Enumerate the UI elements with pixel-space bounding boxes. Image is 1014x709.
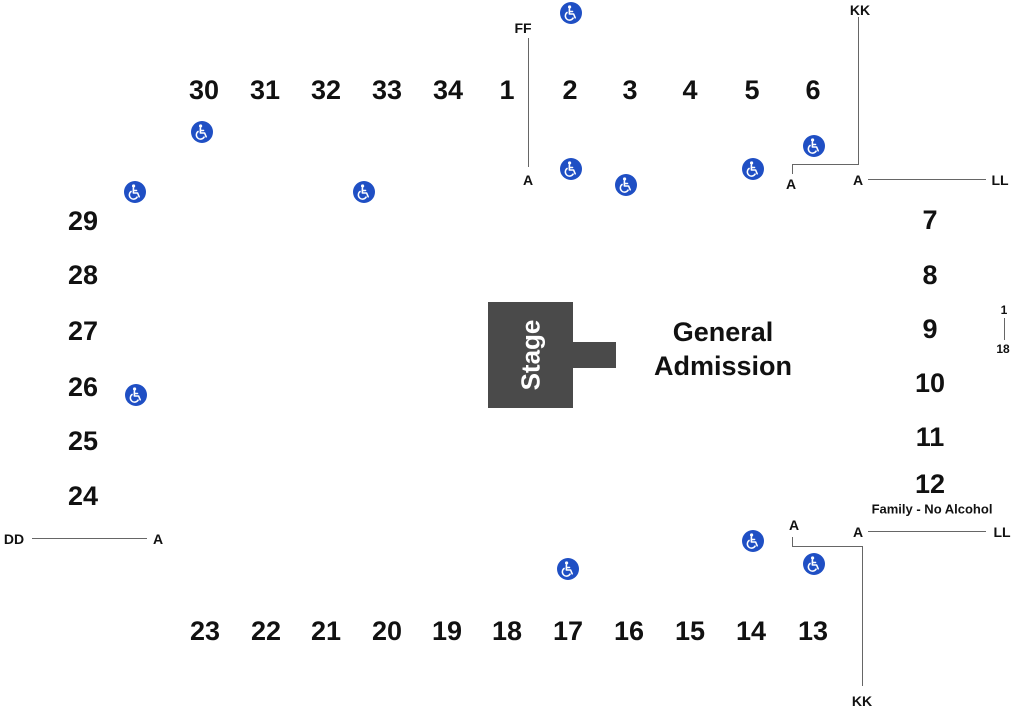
section-20[interactable]: 20 <box>371 616 403 646</box>
row-label-dd: DD <box>3 531 25 547</box>
row-line-ll-top <box>868 179 986 180</box>
row-line-kk-top-tick <box>792 164 793 174</box>
general-admission-line-1: General <box>672 317 774 347</box>
section-26[interactable]: 26 <box>67 372 99 402</box>
seat-label-first: 1 <box>1000 303 1008 317</box>
section-31[interactable]: 31 <box>249 75 281 105</box>
section-6[interactable]: 6 <box>805 75 821 105</box>
row-label-dd-a: A <box>152 531 164 547</box>
section-22[interactable]: 22 <box>250 616 282 646</box>
section-4[interactable]: 4 <box>682 75 698 105</box>
section-15[interactable]: 15 <box>674 616 706 646</box>
section-7[interactable]: 7 <box>922 205 938 235</box>
row-line-kk-bottom-tick <box>792 537 793 547</box>
section-23[interactable]: 23 <box>189 616 221 646</box>
wheelchair-icon[interactable] <box>191 121 213 143</box>
section-28[interactable]: 28 <box>67 260 99 290</box>
row-line-ff <box>528 38 529 167</box>
general-admission-line-2: Admission <box>653 351 793 381</box>
section-18[interactable]: 18 <box>491 616 523 646</box>
section-21[interactable]: 21 <box>310 616 342 646</box>
section-1[interactable]: 1 <box>499 75 515 105</box>
general-admission-label[interactable]: General Admission <box>654 315 792 383</box>
row-label-ll-bottom-a: A <box>852 524 864 540</box>
seat-label-last: 18 <box>996 342 1010 356</box>
section-34[interactable]: 34 <box>432 75 464 105</box>
section-5[interactable]: 5 <box>744 75 760 105</box>
row-label-ll-top-a: A <box>852 172 864 188</box>
stage-label: Stage <box>515 319 546 391</box>
row-line-kk-top-horizontal <box>792 164 859 165</box>
row-label-kk-top-a: A <box>785 176 797 192</box>
section-3[interactable]: 3 <box>622 75 638 105</box>
row-label-ll-bottom: LL <box>993 524 1011 540</box>
section-33[interactable]: 33 <box>371 75 403 105</box>
section-2[interactable]: 2 <box>562 75 578 105</box>
section-16[interactable]: 16 <box>613 616 645 646</box>
row-label-kk-top: KK <box>849 2 871 18</box>
section-8[interactable]: 8 <box>922 260 938 290</box>
row-line-kk-top-vertical <box>858 17 859 165</box>
wheelchair-icon[interactable] <box>803 135 825 157</box>
row-line-kk-bottom-vertical <box>862 546 863 686</box>
section-17[interactable]: 17 <box>552 616 584 646</box>
section-29[interactable]: 29 <box>67 206 99 236</box>
wheelchair-icon[interactable] <box>742 530 764 552</box>
wheelchair-icon[interactable] <box>615 174 637 196</box>
wheelchair-icon[interactable] <box>560 2 582 24</box>
section-10[interactable]: 10 <box>914 368 946 398</box>
section-14[interactable]: 14 <box>735 616 767 646</box>
wheelchair-icon[interactable] <box>353 181 375 203</box>
section-9[interactable]: 9 <box>922 314 938 344</box>
section-27[interactable]: 27 <box>67 316 99 346</box>
section-12[interactable]: 12 <box>914 469 946 499</box>
section-32[interactable]: 32 <box>310 75 342 105</box>
wheelchair-icon[interactable] <box>125 384 147 406</box>
row-label-ff: FF <box>514 20 532 36</box>
section-13[interactable]: 13 <box>797 616 829 646</box>
wheelchair-icon[interactable] <box>742 158 764 180</box>
row-label-ff-a: A <box>522 172 534 188</box>
family-no-alcohol-label: Family - No Alcohol <box>871 501 993 517</box>
section-19[interactable]: 19 <box>431 616 463 646</box>
wheelchair-icon[interactable] <box>124 181 146 203</box>
wheelchair-icon[interactable] <box>803 553 825 575</box>
seat-range-line <box>1004 318 1005 340</box>
row-label-kk-bottom: KK <box>851 693 873 709</box>
section-11[interactable]: 11 <box>915 422 945 452</box>
row-label-ll-top: LL <box>991 172 1009 188</box>
section-30[interactable]: 30 <box>188 75 220 105</box>
row-line-kk-bottom-horizontal <box>792 546 863 547</box>
row-line-ll-bottom <box>868 531 986 532</box>
row-line-dd <box>32 538 147 539</box>
section-25[interactable]: 25 <box>67 426 99 456</box>
row-label-kk-bottom-a: A <box>788 517 800 533</box>
stage-thrust <box>573 342 616 368</box>
wheelchair-icon[interactable] <box>560 158 582 180</box>
stage <box>488 302 573 408</box>
section-24[interactable]: 24 <box>67 481 99 511</box>
wheelchair-icon[interactable] <box>557 558 579 580</box>
